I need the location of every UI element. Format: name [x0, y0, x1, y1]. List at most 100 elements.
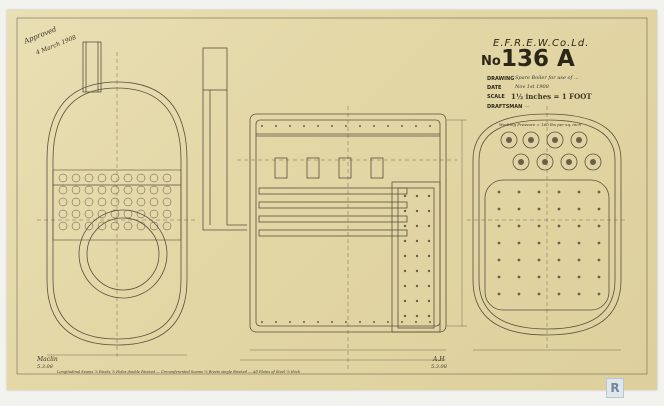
rivet	[537, 190, 541, 194]
rivet	[537, 224, 541, 228]
rivet	[497, 275, 501, 279]
boiler-tube	[58, 221, 68, 231]
rivet	[275, 125, 277, 127]
boiler-tube	[84, 197, 94, 207]
stay-hub	[518, 159, 524, 165]
rivet	[403, 269, 407, 273]
rivet	[537, 258, 541, 262]
rivet	[403, 284, 407, 288]
boiler-tube	[162, 221, 172, 231]
stay-hub	[552, 137, 558, 143]
drawing-border	[16, 17, 648, 375]
rivet	[577, 258, 581, 262]
rivet	[597, 275, 601, 279]
right-stay-circles	[497, 131, 602, 296]
boiler-tube	[71, 173, 81, 183]
boiler-tube	[58, 173, 68, 183]
boiler-tube	[136, 209, 146, 219]
boiler-tube	[84, 173, 94, 183]
left-tube-grid	[58, 173, 172, 231]
boiler-tube	[110, 209, 120, 219]
rivet	[537, 241, 541, 245]
stay-hub	[542, 159, 548, 165]
rivet	[577, 224, 581, 228]
rivet	[289, 321, 291, 323]
rivet	[403, 194, 407, 198]
rivet	[577, 207, 581, 211]
rivet	[403, 239, 407, 243]
rivet	[345, 321, 347, 323]
left-end-view	[37, 41, 197, 360]
boiler-tube	[71, 221, 81, 231]
rivet	[303, 321, 305, 323]
rivet	[497, 292, 501, 296]
rivet	[403, 299, 407, 303]
blueprint-sheet: E.F.R.E.W.Co.Ld. No 136 A DRAWING Spare …	[7, 10, 657, 390]
rivet	[427, 209, 431, 213]
rivet	[415, 224, 419, 228]
rivet	[597, 207, 601, 211]
stay-ring	[584, 153, 602, 171]
footer-note: Longitudinal Seams ⅞ Rivets ⅞ Holes doub…	[57, 370, 301, 374]
rivet	[415, 321, 417, 323]
left-signature-date: 5.3.08	[37, 364, 53, 370]
rivet	[497, 190, 501, 194]
boiler-tube	[149, 173, 159, 183]
boiler-tube	[149, 209, 159, 219]
rivet	[497, 207, 501, 211]
boiler-drawing	[16, 17, 648, 375]
mid-signature-date: 5.3.08	[431, 364, 447, 370]
rivet	[261, 321, 263, 323]
scale-label: SCALE	[487, 94, 505, 100]
rivet	[517, 207, 521, 211]
rivet	[427, 224, 431, 228]
boiler-tube	[110, 185, 120, 195]
boiler-tube	[136, 221, 146, 231]
rivet	[577, 190, 581, 194]
stay-ring	[500, 131, 518, 149]
boiler-tube	[136, 185, 146, 195]
side-rivet-dots	[261, 125, 431, 323]
rivet	[517, 241, 521, 245]
drawing-number-prefix: No	[481, 54, 501, 69]
stay-hub	[506, 137, 512, 143]
rivet	[517, 292, 521, 296]
rivet	[427, 194, 431, 198]
rivet	[557, 224, 561, 228]
rivet	[403, 254, 407, 258]
rivet	[597, 258, 601, 262]
boiler-tube	[84, 185, 94, 195]
stay-hub	[566, 159, 572, 165]
rivet	[557, 258, 561, 262]
rivet	[317, 321, 319, 323]
stay-hub	[590, 159, 596, 165]
rivet	[415, 125, 417, 127]
rivet	[303, 125, 305, 127]
rivet	[415, 209, 419, 213]
boiler-tube	[162, 185, 172, 195]
rivet	[415, 254, 419, 258]
company-name: E.F.R.E.W.Co.Ld.	[493, 38, 590, 49]
rivet	[537, 292, 541, 296]
boiler-tube	[149, 221, 159, 231]
stay-ring	[570, 131, 588, 149]
drawing-number: 136 A	[501, 46, 575, 72]
boiler-tube	[97, 197, 107, 207]
boiler-tube	[71, 209, 81, 219]
boiler-tube	[123, 221, 133, 231]
rivet	[427, 299, 431, 303]
rivet	[415, 284, 419, 288]
rivet	[317, 125, 319, 127]
boiler-tube	[110, 197, 120, 207]
rivet	[427, 269, 431, 273]
rivet	[497, 224, 501, 228]
rivet	[597, 190, 601, 194]
boiler-tube	[84, 209, 94, 219]
rivet	[289, 125, 291, 127]
rivet	[403, 209, 407, 213]
rivet	[497, 241, 501, 245]
boiler-tube	[136, 173, 146, 183]
rivet	[415, 239, 419, 243]
boiler-tube	[162, 197, 172, 207]
rivet	[427, 254, 431, 258]
